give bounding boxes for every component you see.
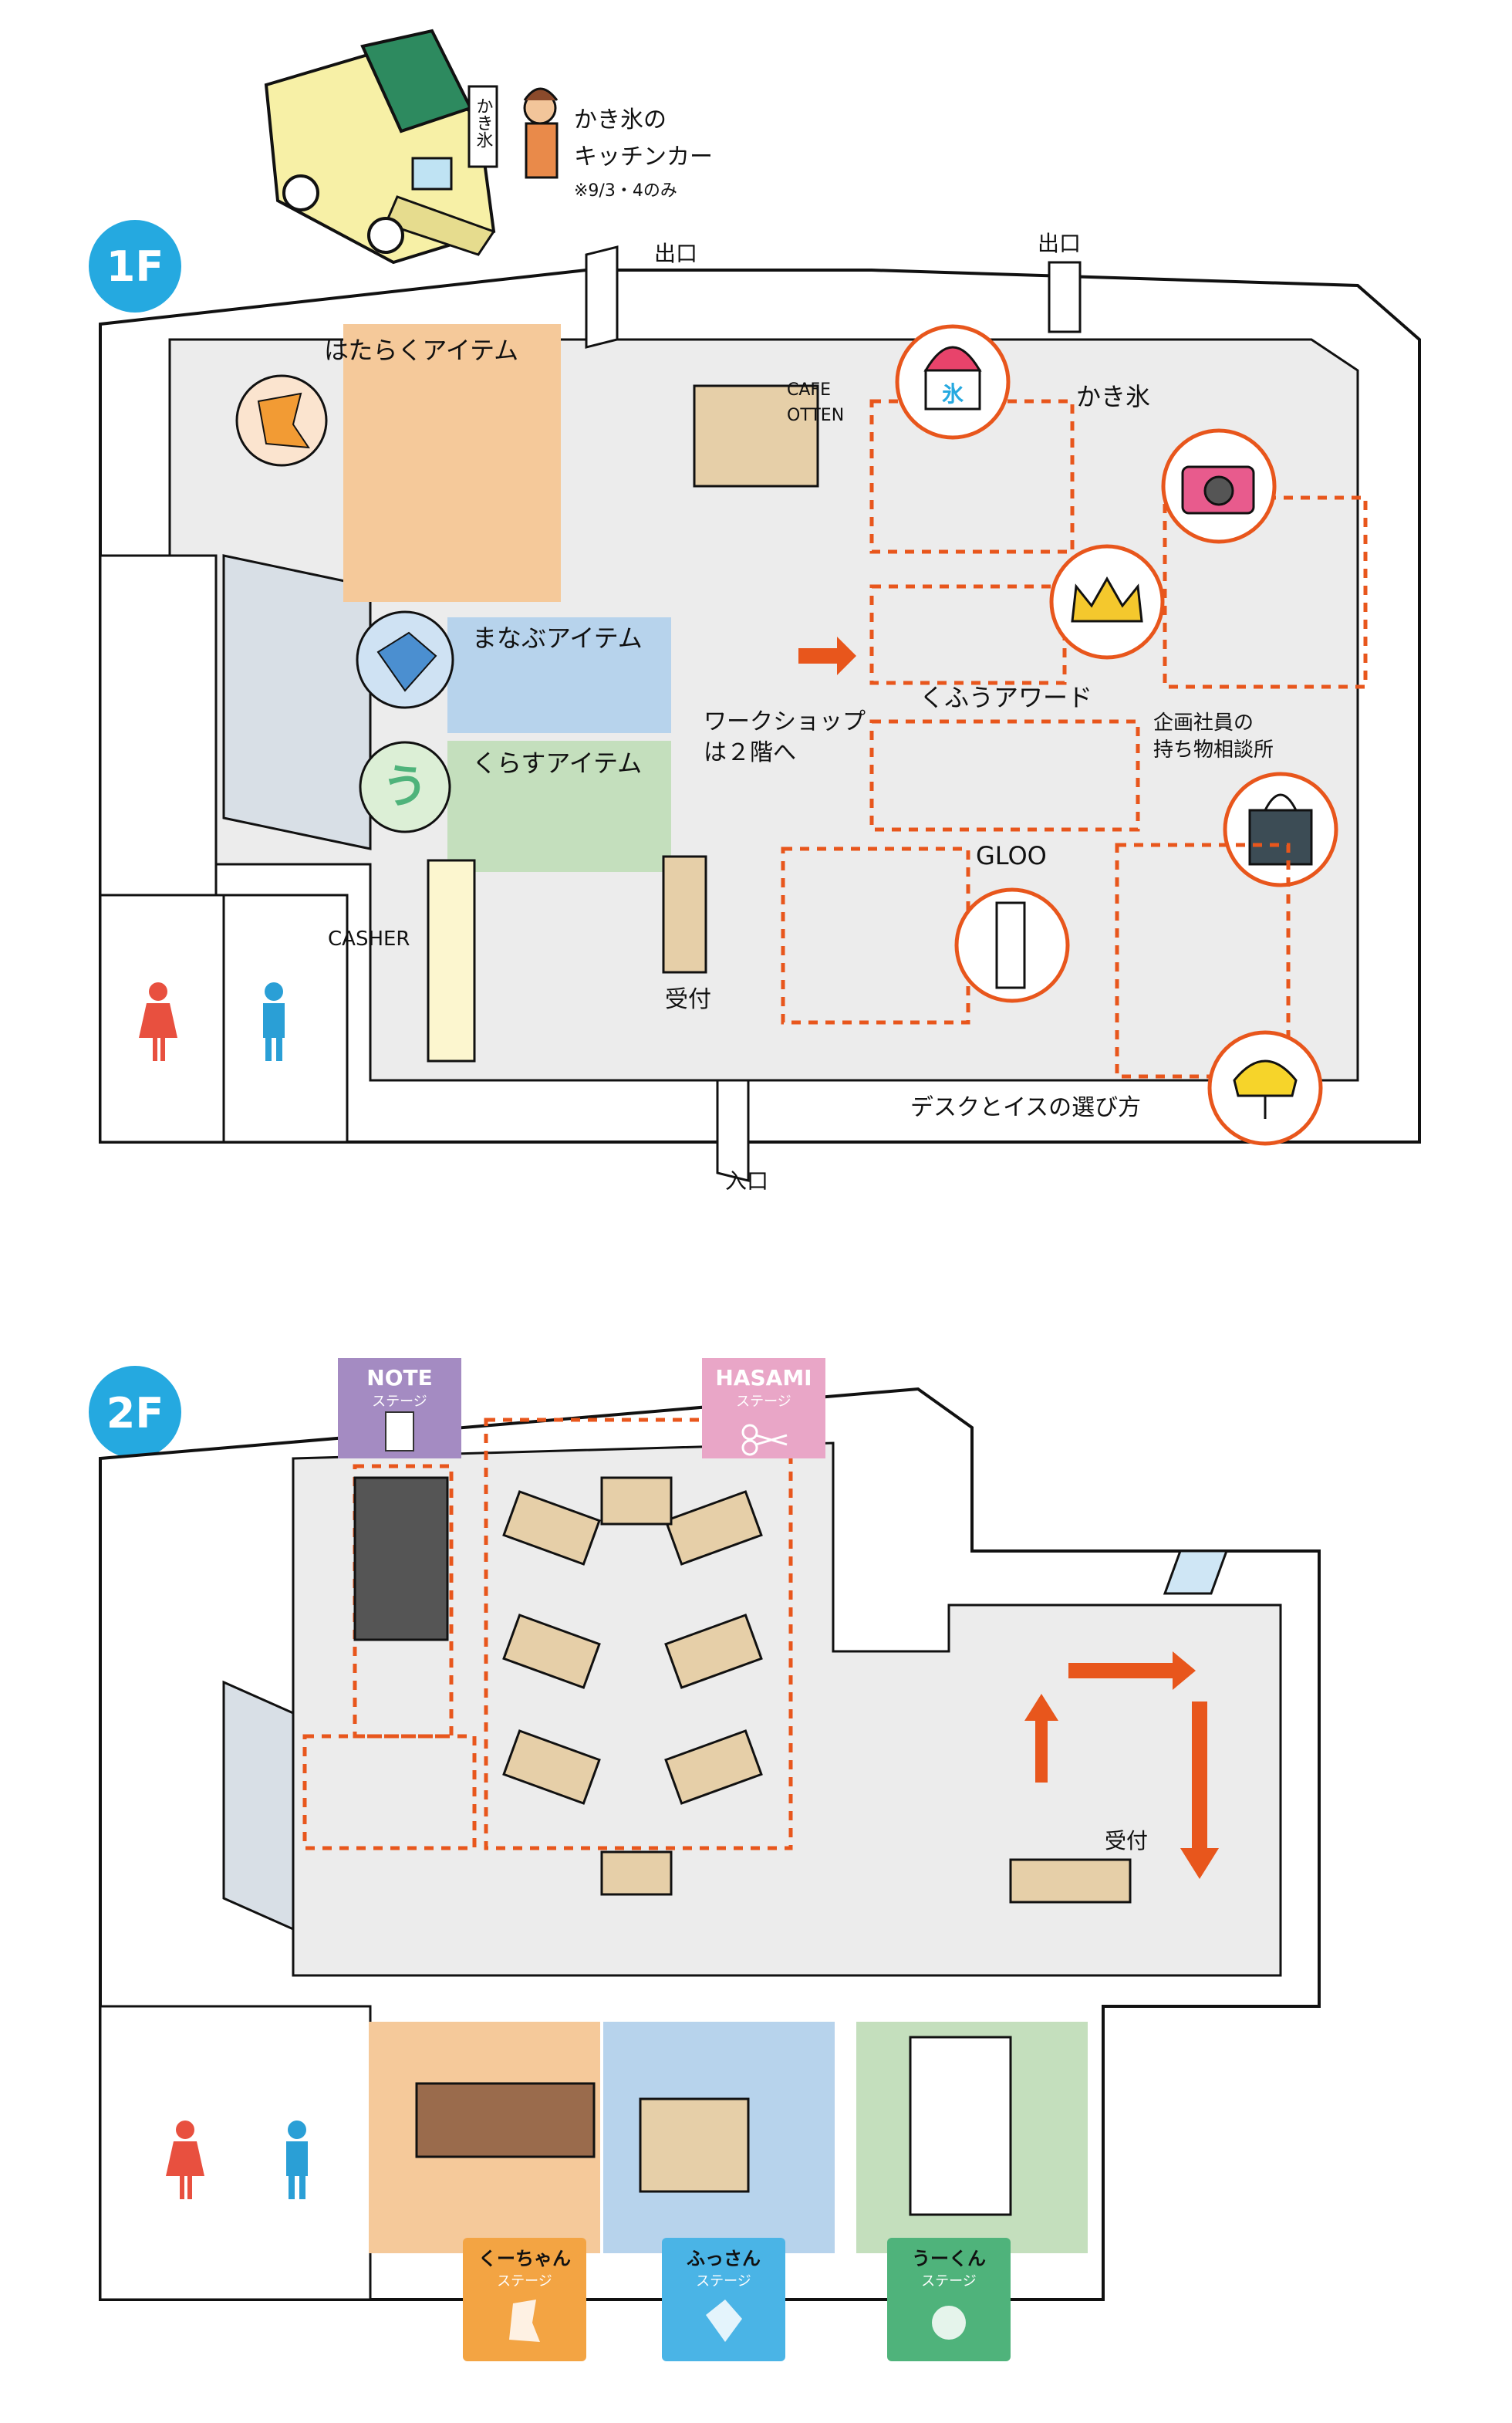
- camera-icon: [1161, 428, 1277, 544]
- stairs-1f: [222, 554, 372, 850]
- fussan-stage-title: ふっさん: [687, 2248, 761, 2269]
- crown-icon: [1049, 544, 1165, 660]
- casher-label: CASHER: [328, 928, 410, 951]
- kitchen-car-label-1: かき氷の: [574, 106, 667, 133]
- casher-counter: [427, 859, 476, 1063]
- kitchen-car-staff: [523, 87, 559, 179]
- arrow-icon: [798, 637, 856, 675]
- kurasu-character: [359, 741, 451, 833]
- reception-desk-2f: [1009, 1858, 1132, 1904]
- floor2-badge: [89, 1366, 181, 1458]
- skylight: [1163, 1549, 1229, 1595]
- zone-manabu-label: まなぶアイテム: [472, 623, 643, 653]
- kuchan-table: [415, 2082, 596, 2158]
- consult-label-1: 企画社員の: [1153, 711, 1254, 735]
- exit-left-door: [585, 245, 619, 349]
- workshop-area: [484, 1418, 793, 1850]
- arrow-icon: [1180, 1702, 1219, 1879]
- left-room-upper: [99, 554, 218, 897]
- ukun-stage: うーくん ステージ: [887, 2238, 1011, 2361]
- kakigori-label: かき氷: [1076, 382, 1150, 411]
- entrance-label: 入口: [725, 1168, 768, 1194]
- workshop-tables: [502, 1476, 763, 1896]
- hasami-stage: HASAMI ステージ: [702, 1358, 825, 1458]
- kuchan-stage: くーちゃん ステージ: [463, 2238, 586, 2361]
- scissors-icon: [741, 1424, 788, 1456]
- cafe-label-1: CAFE: [787, 380, 831, 400]
- reception-label-2f: 受付: [1105, 1828, 1148, 1854]
- kakigori-area: [869, 399, 1075, 554]
- zone-hataraku: [343, 324, 561, 602]
- workshop-label-1: ワークショップ: [704, 708, 866, 735]
- kitchen-car-label-2: キッチンカー: [574, 144, 713, 171]
- zone-kurasu-label: くらすアイテム: [472, 749, 642, 778]
- restroom-female-icon: [139, 982, 177, 1061]
- shaved-ice-icon: 氷: [895, 324, 1011, 440]
- note-stage: NOTE ステージ: [338, 1358, 461, 1458]
- note-stage-title: NOTE: [366, 1365, 432, 1391]
- floor2-floor: [292, 1441, 1282, 1977]
- note-stage-sub: ステージ: [372, 1394, 427, 1410]
- entrance-door: [716, 1079, 750, 1182]
- kufuu-award-label: くふうアワード: [920, 683, 1092, 712]
- floor-1: 1F はたらくアイテム まなぶアイテム くらすアイテム: [89, 220, 1421, 1194]
- hasami-stage-title: HASAMI: [715, 1365, 812, 1391]
- stairs-2f: [222, 1680, 295, 1931]
- floor1-badge: [89, 220, 181, 313]
- kitchen-car-note: ※9/3・4のみ: [574, 181, 677, 201]
- svg-text:う: う: [382, 760, 428, 814]
- workshop-label-2: は２階へ: [704, 739, 796, 766]
- zone-hataraku-label: はたらくアイテム: [324, 336, 518, 365]
- restroom-female-icon: [166, 2121, 204, 2199]
- floor-2: 2F: [89, 1358, 1321, 2361]
- fussan-stage-sub: ステージ: [696, 2273, 751, 2290]
- floor2-badge-label: 2F: [106, 1389, 164, 1438]
- fussan-stage: ふっさん ステージ: [662, 2238, 785, 2361]
- ukun-table: [909, 2036, 1012, 2216]
- cafe-label-2: OTTEN: [787, 406, 844, 425]
- restroom-area-2f: [99, 2005, 372, 2301]
- exit-right-label: 出口: [1038, 231, 1081, 256]
- arrow-icon: [1068, 1651, 1196, 1690]
- fussan-table: [639, 2097, 750, 2193]
- kuchan-stage-title: くーちゃん: [478, 2248, 571, 2269]
- kuchan-stage-sub: ステージ: [497, 2273, 552, 2290]
- floor1-badge-label: 1F: [106, 242, 164, 291]
- desk-chair-label: デスクとイスの選び方: [910, 1094, 1141, 1121]
- lamp-icon: [954, 887, 1070, 1003]
- tote-bag-icon: [1223, 772, 1338, 887]
- chair-icon: [1207, 1030, 1323, 1146]
- cafe-counter: [693, 384, 819, 488]
- kitchen-car-sign: かき氷: [474, 97, 494, 148]
- restroom-male-icon: [263, 982, 285, 1061]
- arrow-icon: [1024, 1694, 1058, 1783]
- reception-label-1f: 受付: [665, 986, 711, 1013]
- ice-icon-text: 氷: [942, 381, 964, 407]
- notebook-icon: [385, 1411, 414, 1451]
- zone-manabu: [447, 617, 671, 733]
- ukun-stage-sub: ステージ: [921, 2273, 977, 2290]
- gloo-label: GLOO: [976, 841, 1047, 870]
- consult-label-2: 持ち物相談所: [1153, 738, 1274, 762]
- zone-kurasu: [447, 741, 671, 872]
- desk-chair-area: [1115, 843, 1291, 1079]
- hasami-stage-sub: ステージ: [736, 1394, 791, 1410]
- delivery-van-icon: [264, 29, 498, 265]
- exit-right-door: [1048, 261, 1082, 333]
- photo-area: [1163, 495, 1368, 689]
- exit-left-label: 出口: [654, 241, 697, 266]
- reception-desk-1f: [662, 855, 707, 974]
- kitchen-car: かき氷 かき氷の キッチンカー ※9/3・4のみ: [264, 29, 713, 265]
- ukun-stage-title: うーくん: [912, 2248, 986, 2269]
- restroom-male-icon: [286, 2121, 308, 2199]
